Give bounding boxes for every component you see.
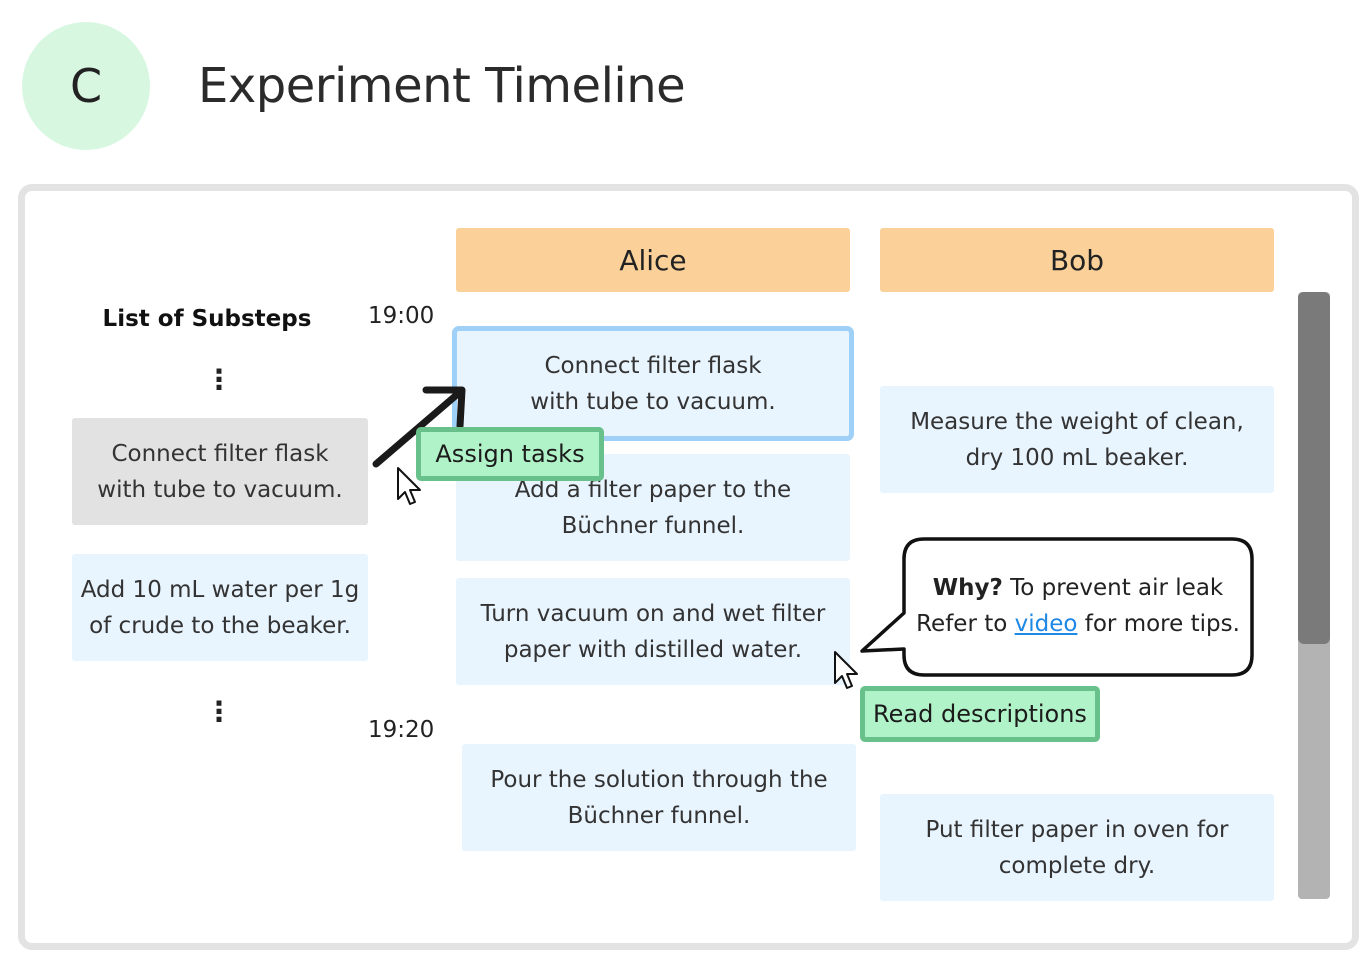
- task-description-tooltip: Why? To prevent air leak Refer to video …: [910, 570, 1246, 642]
- substep-item-add-water[interactable]: Add 10 mL water per 1g of crude to the b…: [72, 554, 368, 661]
- alice-task-connect-flask[interactable]: Connect filter flask with tube to vacuum…: [452, 326, 854, 441]
- tooltip-refer-line: Refer to video for more tips.: [910, 606, 1246, 642]
- task-label: Pour the solution through the Büchner fu…: [490, 766, 828, 829]
- bob-task-oven-dry[interactable]: Put filter paper in oven for complete dr…: [880, 794, 1274, 901]
- more-below-icon: ⋮: [205, 695, 233, 728]
- avatar: C: [22, 22, 150, 150]
- avatar-letter: C: [69, 59, 103, 113]
- column-header-alice[interactable]: Alice: [456, 228, 850, 292]
- task-label: Turn vacuum on and wet filter paper with…: [480, 600, 826, 663]
- column-header-bob[interactable]: Bob: [880, 228, 1274, 292]
- page-title: Experiment Timeline: [198, 58, 686, 114]
- scrollbar-thumb[interactable]: [1298, 292, 1330, 644]
- read-descriptions-tag: Read descriptions: [860, 686, 1100, 742]
- time-label-end: 19:20: [368, 717, 435, 743]
- task-label: Measure the weight of clean, dry 100 mL …: [910, 408, 1244, 471]
- speech-bubble-shape: [860, 537, 1254, 677]
- substeps-heading: List of Substeps: [102, 306, 312, 332]
- tooltip-refer-prefix: Refer to: [916, 611, 1015, 637]
- tooltip-reason-line: Why? To prevent air leak: [910, 570, 1246, 606]
- assign-tasks-tag: Assign tasks: [416, 427, 604, 481]
- tooltip-refer-suffix: for more tips.: [1077, 611, 1240, 637]
- more-above-icon: ⋮: [205, 363, 233, 396]
- time-label-start: 19:00: [368, 303, 435, 329]
- task-label: Put filter paper in oven for complete dr…: [925, 816, 1229, 879]
- bob-task-measure-beaker[interactable]: Measure the weight of clean, dry 100 mL …: [880, 386, 1274, 493]
- substep-item-connect-flask[interactable]: Connect filter flask with tube to vacuum…: [72, 418, 368, 525]
- timeline-scrollbar[interactable]: [1298, 292, 1330, 899]
- tooltip-why-text: To prevent air leak: [1002, 575, 1224, 601]
- task-label: Connect filter flask with tube to vacuum…: [530, 352, 776, 415]
- video-link[interactable]: video: [1014, 611, 1078, 637]
- task-label: Add a filter paper to the Büchner funnel…: [514, 476, 792, 539]
- alice-task-pour-solution[interactable]: Pour the solution through the Büchner fu…: [462, 744, 856, 851]
- tooltip-why-label: Why?: [932, 575, 1003, 601]
- alice-task-turn-vacuum-on[interactable]: Turn vacuum on and wet filter paper with…: [456, 578, 850, 685]
- substep-item-label: Add 10 mL water per 1g of crude to the b…: [80, 576, 360, 639]
- substep-item-label: Connect filter flask with tube to vacuum…: [97, 440, 343, 503]
